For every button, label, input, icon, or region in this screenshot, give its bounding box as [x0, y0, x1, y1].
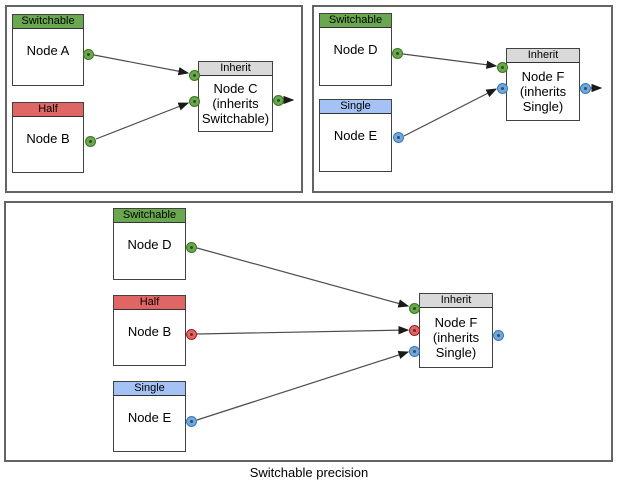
edge-b2-to-f2: [196, 325, 410, 335]
port-glyph: [189, 419, 193, 423]
node-f-port-in-1: [496, 61, 508, 73]
node-e-header: Single: [320, 100, 391, 114]
node-e-bottom-title: Node E: [114, 396, 185, 451]
node-d-title: Node D: [320, 28, 391, 85]
node-f-title-line: Single): [522, 99, 564, 114]
node-b-header: Half: [13, 103, 83, 117]
edge-a-to-c: [93, 54, 190, 76]
node-c-port-in-2: [188, 95, 200, 107]
node-b-port-out: [84, 135, 96, 147]
node-d-bottom-port-out: [185, 241, 197, 253]
node-e-port-out: [392, 131, 404, 143]
port-glyph: [500, 86, 504, 90]
node-f-bottom-port-in-2: [408, 324, 420, 336]
port-glyph: [500, 65, 504, 69]
node-e-bottom-title-line: Node E: [127, 410, 172, 425]
node-c-title-line: Node C: [213, 81, 258, 96]
node-f-port-in-2: [496, 82, 508, 94]
port-glyph: [583, 86, 587, 90]
node-b-bottom-title: Node B: [114, 310, 185, 365]
node-c-port-out: [272, 94, 284, 106]
node-f-bottom-header: Inherit: [420, 294, 492, 308]
node-e-bottom-header: Single: [114, 382, 185, 396]
node-f-title-line: Node F: [521, 69, 565, 84]
node-e-bottom-port-out: [185, 415, 197, 427]
port-glyph: [276, 98, 280, 102]
node-b-bottom-header: Half: [114, 296, 185, 310]
node-b-bottom-port-out: [185, 328, 197, 340]
node-d-header: Switchable: [320, 14, 391, 28]
node-f-bottom-title-line: Single): [435, 345, 477, 360]
edge-e-to-f: [403, 88, 498, 137]
port-glyph: [412, 306, 416, 310]
node-b-title: Node B: [13, 117, 83, 172]
node-f-bottom-title-line: (inherits: [432, 330, 480, 345]
node-d-port-out: [391, 47, 403, 59]
node-f-bottom-port-in-1: [408, 302, 420, 314]
port-glyph: [396, 135, 400, 139]
port-glyph: [189, 245, 193, 249]
port-glyph: [189, 332, 193, 336]
node-f-header: Inherit: [507, 49, 579, 63]
port-glyph: [412, 349, 416, 353]
port-glyph: [192, 73, 196, 77]
node-a-header: Switchable: [13, 15, 83, 29]
port-glyph: [88, 139, 92, 143]
node-c-header: Inherit: [199, 62, 272, 76]
node-b-title-line: Node B: [26, 131, 70, 146]
edge-b-to-c: [95, 102, 190, 140]
node-c-port-in-1: [188, 69, 200, 81]
port-glyph: [192, 99, 196, 103]
port-glyph: [412, 328, 416, 332]
node-b-bottom-title-line: Node B: [127, 324, 172, 339]
node-a-title: Node A: [13, 29, 83, 85]
node-f-bottom-port-in-3: [408, 345, 420, 357]
edge-d-to-f: [402, 53, 498, 69]
node-f-port-out: [579, 82, 591, 94]
node-f-bottom-port-out: [492, 329, 504, 341]
node-d-bottom-title-line: Node D: [127, 237, 172, 252]
port-glyph: [86, 52, 90, 56]
node-d-title-line: Node D: [333, 42, 378, 57]
edge-e2-to-f2: [196, 350, 410, 421]
node-d-bottom-header: Switchable: [114, 209, 185, 223]
diagram-caption: Switchable precision: [249, 465, 369, 480]
node-a-title-line: Node A: [26, 43, 70, 58]
node-e-title-line: Node E: [333, 128, 378, 143]
node-c-title-line: (inherits: [212, 96, 259, 111]
node-d-bottom-title: Node D: [114, 223, 185, 279]
node-a-port-out: [82, 48, 94, 60]
node-f-title-line: (inherits: [519, 84, 567, 99]
node-c-title-line: Switchable): [201, 111, 270, 126]
node-f-bottom-title-line: Node F: [434, 315, 478, 330]
port-glyph: [496, 333, 500, 337]
node-e-title: Node E: [320, 114, 391, 171]
edge-d2-to-f2: [196, 247, 410, 308]
port-glyph: [395, 51, 399, 55]
